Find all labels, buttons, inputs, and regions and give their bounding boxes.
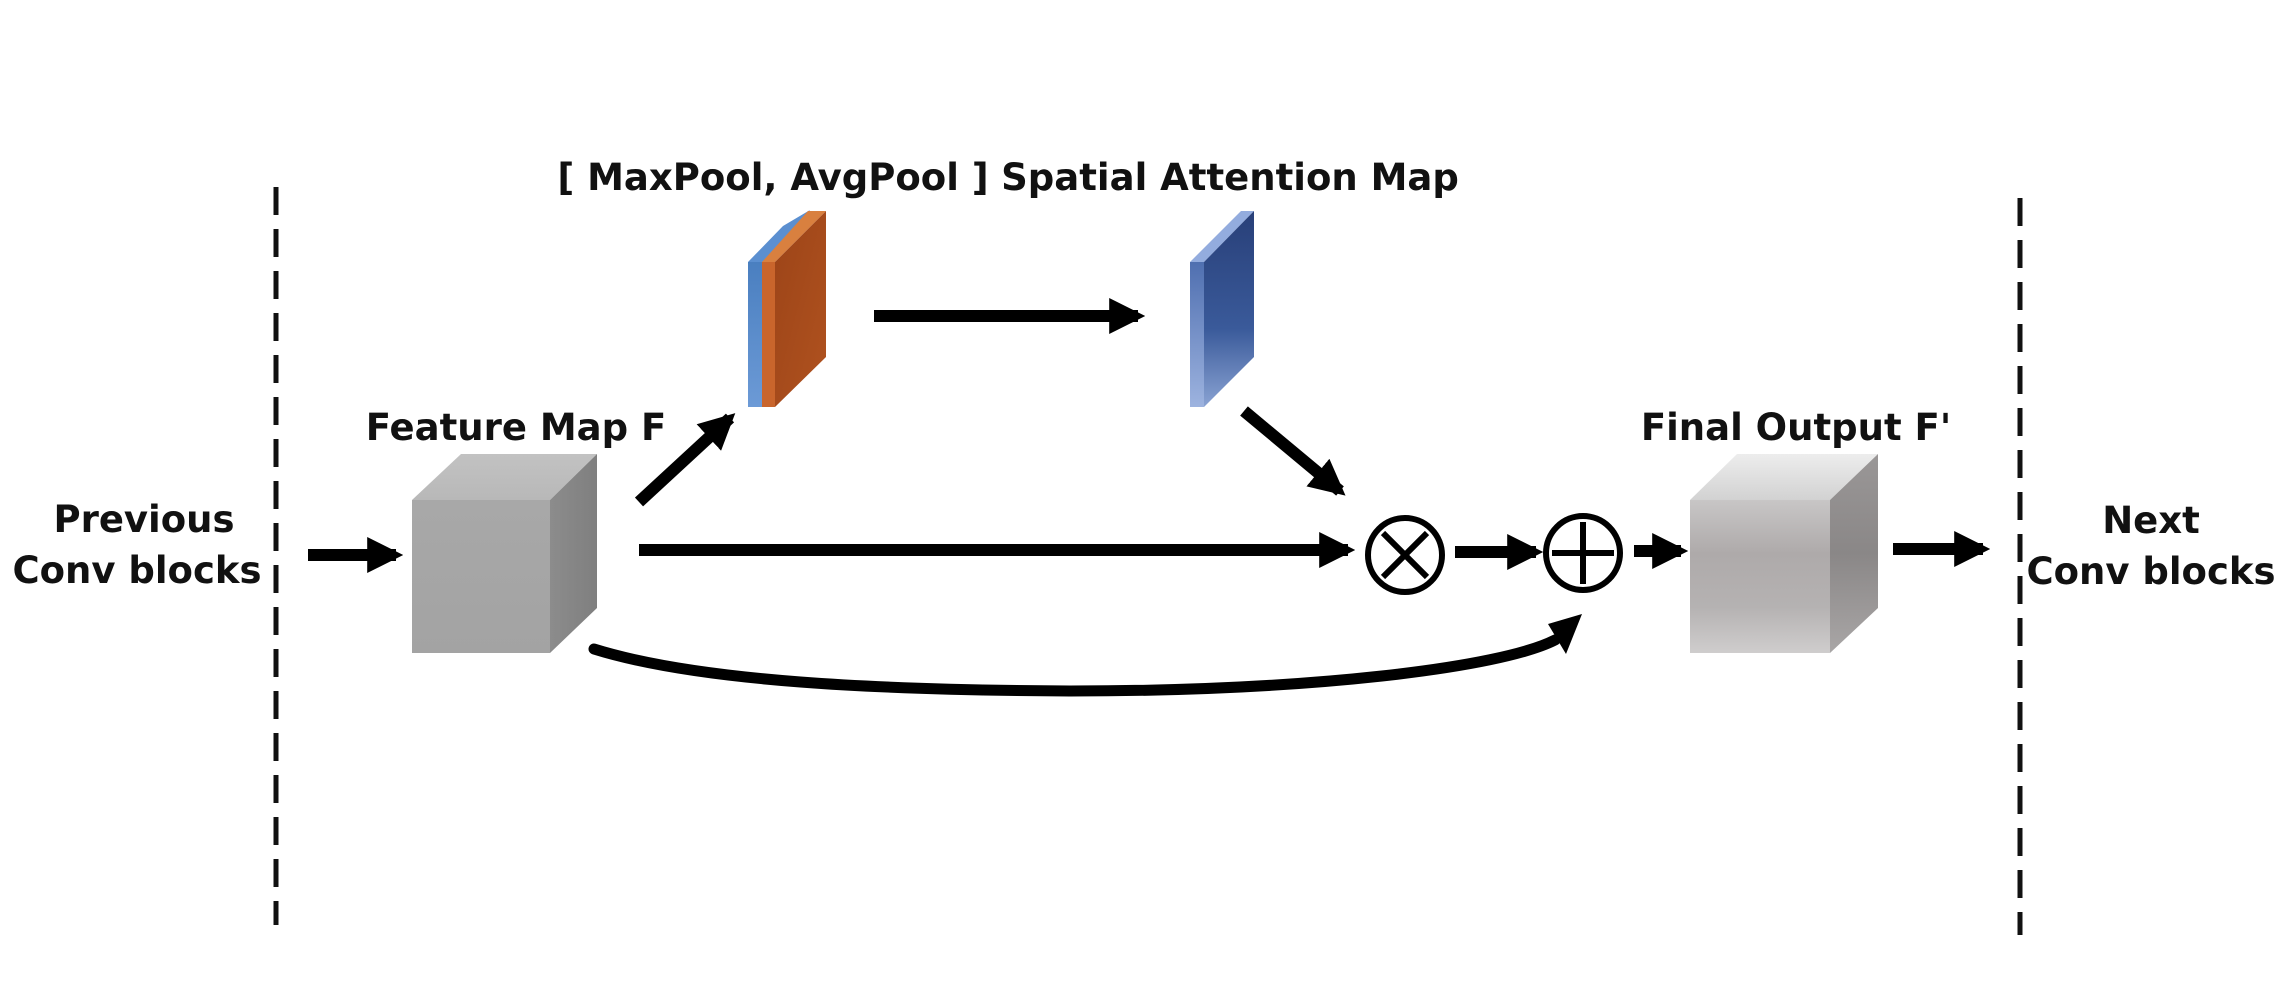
multiply-operator (1365, 515, 1445, 595)
feature-to-pooling-arrow (634, 413, 736, 507)
pooling-label: [ MaxPool, AvgPool ] (557, 156, 988, 199)
next-label-line2: Conv blocks (2026, 550, 2275, 593)
previous-label-line1: Previous (53, 498, 234, 541)
spatial-attention-label: Spatial Attention Map (1001, 156, 1459, 199)
previous-label-line2: Conv blocks (12, 549, 261, 592)
feature-map-cube (412, 454, 597, 653)
next-label-line1: Next (2102, 499, 2200, 542)
attention-to-multiply-arrow (1240, 406, 1346, 496)
feature-map-label: Feature Map F (366, 406, 667, 449)
residual-connection-arrowhead (1548, 614, 1582, 654)
add-operator (1543, 513, 1623, 593)
final-output-cube (1690, 454, 1878, 653)
pooling-feature-slabs (748, 210, 826, 407)
final-output-label: Final Output F' (1641, 406, 1951, 449)
spatial-attention-map-slab (1190, 211, 1254, 407)
residual-connection-curve (588, 634, 1561, 697)
